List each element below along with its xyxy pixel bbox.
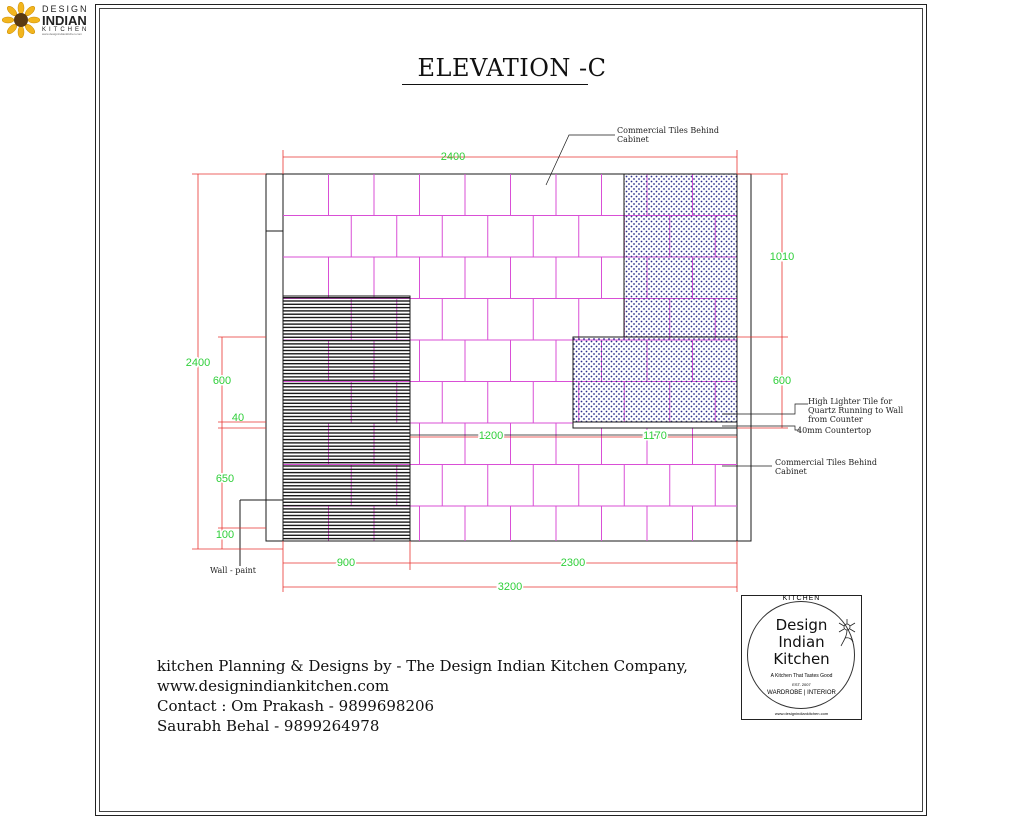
note-wall-paint: Wall - paint bbox=[210, 566, 257, 575]
title-underline bbox=[402, 84, 588, 85]
stamp-main-text: Design Indian Kitchen bbox=[773, 616, 830, 668]
drawing-border-inner bbox=[99, 8, 923, 812]
dim-left-100: 100 bbox=[216, 529, 234, 541]
note-highlighter-tile: High Lighter Tile for Quartz Running to … bbox=[808, 397, 904, 424]
logo-line-indian: INDIAN bbox=[42, 13, 87, 28]
stamp-est: EST. 2007 bbox=[792, 682, 811, 687]
credits-block: kitchen Planning & Designs by - The Desi… bbox=[157, 656, 688, 736]
dim-bottom-2300: 2300 bbox=[561, 557, 585, 569]
drawing-border bbox=[95, 4, 927, 816]
note-commercial-tiles-top: Commercial Tiles Behind Cabinet bbox=[617, 126, 720, 144]
stamp-tagline: A Kitchen That Tastes Good bbox=[770, 673, 833, 679]
dim-counter-1200: 1200 bbox=[479, 430, 503, 442]
dim-overall-3200: 3200 bbox=[498, 581, 522, 593]
stamp-ring bbox=[747, 601, 855, 709]
credits-line: kitchen Planning & Designs by - The Desi… bbox=[157, 657, 688, 675]
dim-right-lower: 600 bbox=[773, 375, 791, 387]
stamp-website: www.designindiankitchen.com bbox=[774, 711, 829, 716]
stamp-bottom-text: WARDROBE | INTERIOR bbox=[767, 690, 836, 696]
highlighter-tile-area bbox=[572, 173, 738, 429]
stamp-top-text: KITCHEN bbox=[782, 595, 821, 602]
note-commercial-tiles-low: Commercial Tiles Behind Cabinet bbox=[775, 458, 878, 476]
credits-contact: Contact : Om Prakash - 9899698206 bbox=[157, 697, 435, 715]
company-logo: DESIGN INDIAN KITCHEN www.designindianki… bbox=[2, 2, 96, 38]
dim-bottom-900: 900 bbox=[337, 557, 355, 569]
dimension-lines bbox=[192, 150, 788, 592]
dim-left-650: 650 bbox=[216, 473, 234, 485]
logo-line-design: DESIGN bbox=[42, 4, 89, 14]
credits-website: www.designindiankitchen.com bbox=[157, 677, 390, 695]
sunflower-icon bbox=[2, 2, 40, 38]
credits-contact-2: Saurabh Behal - 9899264978 bbox=[157, 717, 380, 735]
drawing-title: ELEVATION -C bbox=[417, 54, 607, 82]
dim-top-width: 2400 bbox=[441, 151, 465, 163]
flower-icon bbox=[838, 619, 856, 647]
dim-left-height: 2400 bbox=[186, 357, 210, 369]
annotation-leaders bbox=[545, 134, 808, 467]
note-countertop: 40mm Countertop bbox=[797, 426, 872, 435]
dim-right-upper: 1010 bbox=[770, 251, 794, 263]
dim-left-40: 40 bbox=[232, 412, 244, 424]
company-stamp: KITCHEN Design Indian Kitchen A Kitchen … bbox=[741, 595, 862, 720]
dim-counter-1170: 1170 bbox=[643, 430, 667, 442]
logo-website: www.designindiankitchen.com bbox=[42, 32, 83, 36]
logo-line-kitchen: KITCHEN bbox=[42, 27, 90, 33]
tall-unit-hatch bbox=[282, 295, 411, 542]
dim-left-600: 600 bbox=[213, 375, 231, 387]
